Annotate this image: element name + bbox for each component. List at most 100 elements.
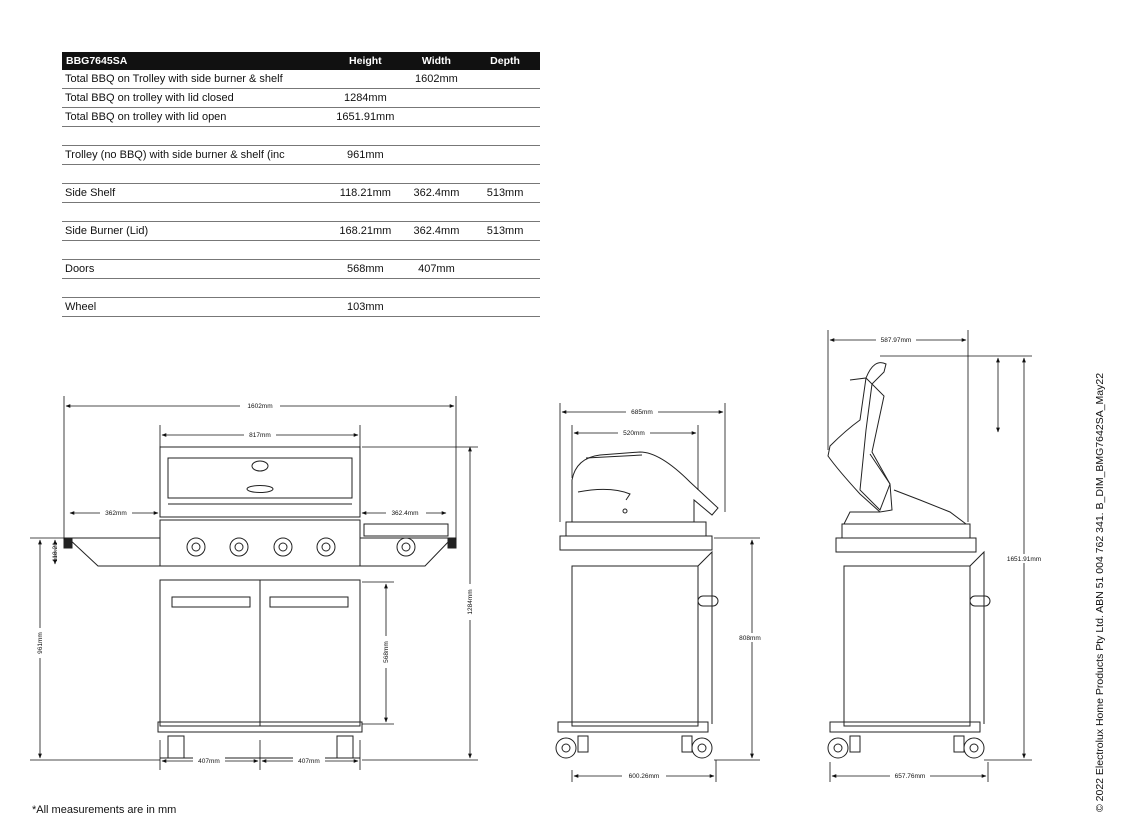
side-shelf <box>559 535 713 551</box>
side-firebox-base <box>565 521 707 537</box>
copyright-notice: © 2022 Electrolux Home Products Pty Ltd.… <box>1094 372 1106 812</box>
row-height: 568mm <box>327 259 403 279</box>
front-door-height-label: 568mm <box>383 641 390 663</box>
row-width <box>402 202 471 222</box>
left-door-handle <box>171 596 251 608</box>
row-width: 362.4mm <box>402 183 471 203</box>
row-depth <box>470 126 540 146</box>
row-depth <box>470 88 540 108</box>
front-hood-window <box>167 457 353 499</box>
front-burner-width-label: 362.4mm <box>391 510 418 517</box>
height-header: Height <box>327 52 403 70</box>
row-width: 362.4mm <box>402 221 471 241</box>
row-depth <box>470 202 540 222</box>
row-label <box>62 164 328 184</box>
row-depth <box>470 145 540 165</box>
side-burner-lid <box>363 523 449 537</box>
front-temperature-gauge <box>251 460 269 472</box>
table-header-row: BBG7645SA Height Width Depth <box>62 52 540 70</box>
row-label: Side Burner (Lid) <box>62 221 328 241</box>
row-label: Total BBQ on trolley with lid closed <box>62 88 328 108</box>
open-total-height-label: 1651.91mm <box>1007 556 1041 563</box>
right-door-handle <box>269 596 349 608</box>
row-depth <box>470 278 540 298</box>
open-lid-depth-label: 587.97mm <box>881 337 912 344</box>
row-height: 1284mm <box>327 88 403 108</box>
left-side-shelf <box>66 537 161 567</box>
front-body-width-label: 817mm <box>249 432 271 439</box>
side-rear-wheel <box>555 737 577 759</box>
table-row <box>62 202 540 222</box>
side-front-wheel <box>691 737 713 759</box>
front-dimension-lines <box>30 396 478 770</box>
row-height <box>327 202 403 222</box>
width-header: Width <box>402 52 471 70</box>
front-trolley-height-label: 961mm <box>37 632 44 654</box>
front-overall-width-label: 1602mm <box>247 403 272 410</box>
row-width <box>402 145 471 165</box>
row-height <box>327 164 403 184</box>
row-width: 407mm <box>402 259 471 279</box>
row-width <box>402 126 471 146</box>
row-height: 118.21mm <box>327 183 403 203</box>
row-depth <box>470 70 540 89</box>
front-dimension-labels: 1602mm 817mm 362mm 362.4mm 118.21 961mm … <box>35 401 475 765</box>
front-shelf-height-label: 118.21 <box>52 542 59 562</box>
row-height <box>327 70 403 89</box>
table-row <box>62 164 540 184</box>
dimensions-table: BBG7645SA Height Width Depth Total BBQ o… <box>62 52 540 317</box>
open-lid <box>859 362 891 511</box>
side-trolley-height-label: 808mm <box>739 635 761 642</box>
side-dimension-labels: 685mm 520mm 808mm 600.26mm <box>618 407 767 780</box>
row-height: 961mm <box>327 145 403 165</box>
row-label: Doors <box>62 259 328 279</box>
open-base-depth-label: 657.76mm <box>895 773 926 780</box>
row-height: 168.21mm <box>327 221 403 241</box>
front-left-door-width-label: 407mm <box>198 758 220 765</box>
row-depth <box>470 164 540 184</box>
row-width <box>402 164 471 184</box>
row-width <box>402 278 471 298</box>
open-dimension-lines <box>827 330 1032 782</box>
row-width <box>402 297 471 317</box>
row-height <box>327 278 403 298</box>
side-view-drawing <box>555 451 719 759</box>
row-depth <box>470 259 540 279</box>
row-label <box>62 240 328 260</box>
depth-header: Depth <box>470 52 540 70</box>
table-row: Trolley (no BBQ) with side burner & shel… <box>62 145 540 165</box>
open-rear-wheel <box>827 737 849 759</box>
side-hood <box>571 451 719 523</box>
front-total-height-label: 1284mm <box>467 589 474 614</box>
row-width: 1602mm <box>402 70 471 89</box>
row-label: Total BBQ on Trolley with side burner & … <box>62 70 328 89</box>
row-label: Trolley (no BBQ) with side burner & shel… <box>62 145 328 165</box>
side-handle <box>697 595 719 607</box>
table-body: Total BBQ on Trolley with side burner & … <box>62 70 540 317</box>
side-base <box>557 721 709 733</box>
side-hood-depth-label: 520mm <box>623 430 645 437</box>
front-hood <box>159 446 361 518</box>
row-depth <box>470 240 540 260</box>
row-height: 103mm <box>327 297 403 317</box>
front-left-castor <box>167 735 185 759</box>
row-label: Total BBQ on trolley with lid open <box>62 107 328 127</box>
front-shelf-width-label: 362mm <box>105 510 127 517</box>
table-row <box>62 240 540 260</box>
model-header: BBG7645SA <box>62 52 328 70</box>
open-front-wheel <box>963 737 985 759</box>
row-height: 1651.91mm <box>327 107 403 127</box>
front-right-door-width-label: 407mm <box>298 758 320 765</box>
front-view-drawing <box>63 446 457 759</box>
table-row: Total BBQ on Trolley with side burner & … <box>62 70 540 89</box>
cabinet-base <box>157 721 363 733</box>
row-width <box>402 240 471 260</box>
row-width <box>402 107 471 127</box>
side-base-depth-label: 600.26mm <box>629 773 660 780</box>
